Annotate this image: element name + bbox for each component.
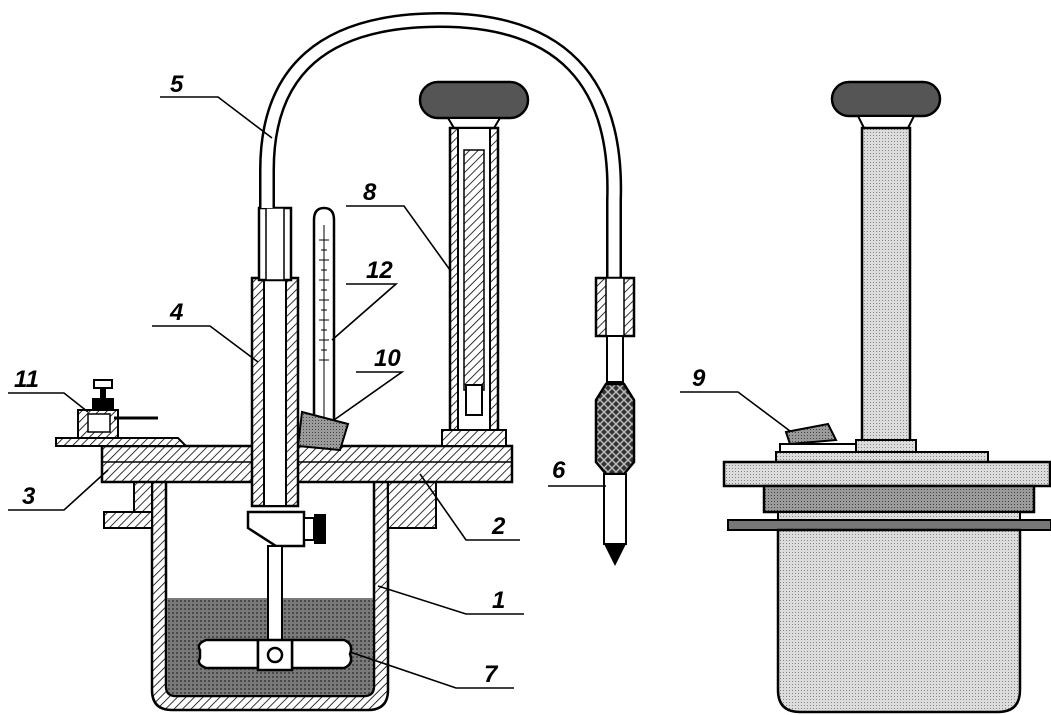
label-11: 11: [14, 366, 39, 393]
stirrer-shaft: [267, 545, 283, 643]
label-3: 3: [22, 483, 36, 510]
shaft-sleeve: [250, 206, 300, 508]
tube-holder: [418, 80, 530, 447]
label-12: 12: [366, 257, 393, 284]
label-2: 2: [491, 513, 506, 540]
side-view-assembly: [722, 80, 1051, 714]
stopper: [296, 410, 350, 452]
shaft-coupling: [246, 510, 326, 548]
vessel-assembly: 5 8 4 12 10 11 3 2 6 1 7 9: [8, 11, 795, 712]
label-4: 4: [169, 299, 183, 326]
probe: [594, 276, 636, 566]
impeller: [197, 638, 353, 672]
leader-lines: [8, 96, 795, 689]
label-9: 9: [692, 365, 706, 392]
valve: [58, 379, 178, 439]
label-5: 5: [170, 71, 184, 98]
flange: [103, 477, 437, 529]
label-8: 8: [363, 179, 377, 206]
thermometer: [312, 206, 336, 432]
label-1: 1: [492, 587, 505, 614]
label-6: 6: [552, 457, 566, 484]
label-10: 10: [374, 345, 401, 372]
label-7: 7: [484, 661, 499, 688]
labels: 5 8 4 12 10 11 3 2 6 1 7 9: [14, 71, 706, 688]
